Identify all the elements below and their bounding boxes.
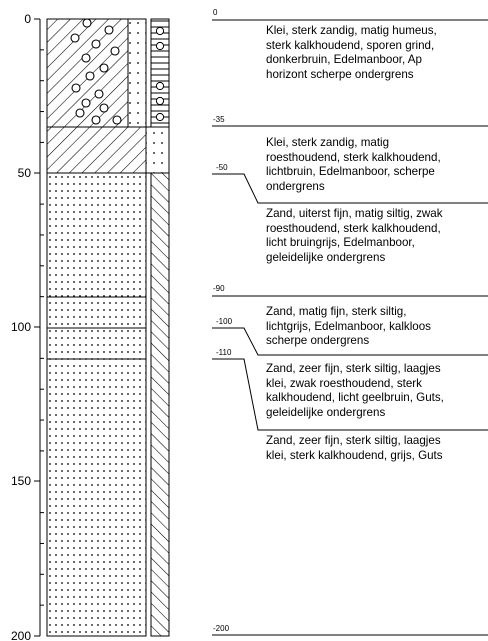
description-line: lichtbruin, Edelmanboor, scherpe [266, 165, 435, 179]
depth-axis-minor-ticks [40, 49, 44, 606]
description-line: roesthoudend, sterk kalkhoudend, [266, 221, 441, 235]
layer-description: Klei, sterk zandig, matig humeus, sterk … [266, 24, 488, 82]
layer-sand-strip [145, 126, 170, 174]
boundary-labels: 0 -35 -50 -90 -100 -110 -200 [213, 8, 233, 633]
layer-description: Zand, zeer fijn, sterk siltig, laagjes k… [266, 434, 488, 463]
layer-sand [46, 358, 147, 637]
description-line: horizont scherpe ondergrens [266, 67, 414, 81]
depth-tick-label: 0 [24, 12, 31, 26]
lithology-column [46, 18, 170, 637]
description-line: klei, sterk kalkhoudend, grijs, Guts [266, 448, 443, 462]
description-line: ondergrens [266, 179, 325, 193]
depth-tick-label: 50 [18, 166, 32, 180]
layer-sand [46, 327, 147, 360]
layer-clay-sandy [46, 126, 147, 174]
depth-axis: 0 50 100 150 200 [11, 12, 44, 641]
gravel-circles-small [155, 26, 165, 122]
humus-lines [150, 18, 170, 128]
description-line: lichtgrijs, Edelmanboor, kalkloos [266, 319, 431, 333]
description-line: klei, zwak roesthoudend, sterk [266, 376, 422, 390]
description-line: roesthoudend, sterk kalkhoudend, [266, 150, 441, 164]
depth-tick-label: 100 [11, 320, 31, 334]
description-line: geleidelijke ondergrens [266, 250, 386, 264]
layer-description: Zand, zeer fijn, sterk siltig, laagjes k… [266, 362, 488, 420]
gravel-circles [70, 18, 122, 125]
boundary-label: 0 [213, 8, 218, 17]
boundary-label: -100 [216, 317, 233, 326]
depth-tick-label: 150 [11, 474, 31, 488]
depth-tick-label: 200 [11, 629, 31, 641]
description-line: Klei, sterk zandig, matig [266, 136, 390, 149]
indicator-column [150, 18, 170, 637]
description-line: scherpe ondergrens [266, 334, 370, 348]
boundary-lines [212, 19, 488, 636]
description-line: donkerbruin, Edelmanboor, Ap [266, 53, 422, 67]
layer-description: Klei, sterk zandig, matig roesthoudend, … [266, 136, 488, 194]
layer-sand-strip [127, 18, 147, 128]
description-line: sterk kalkhoudend, sporen grind, [266, 38, 435, 52]
layer-description: Zand, uiterst fijn, matig siltig, zwak r… [266, 207, 488, 265]
boundary-label: -90 [213, 284, 225, 293]
description-line: Zand, uiterst fijn, matig siltig, zwak [266, 207, 443, 220]
layer-sand [46, 172, 147, 298]
lime-hatch [150, 172, 170, 637]
layer-sand [46, 296, 147, 329]
boundary-label: -50 [216, 163, 228, 172]
description-line: geleidelijke ondergrens [266, 405, 386, 419]
description-line: Zand, zeer fijn, sterk siltig, laagjes [266, 362, 441, 375]
description-line: Zand, matig fijn, sterk siltig, [266, 305, 407, 318]
layer-description: Zand, matig fijn, sterk siltig, lichtgri… [266, 305, 488, 349]
description-line: Zand, zeer fijn, sterk siltig, laagjes [266, 434, 441, 447]
description-line: kalkhoudend, licht geelbruin, Guts, [266, 391, 444, 405]
boundary-label: -35 [213, 115, 225, 124]
description-line: Klei, sterk zandig, matig humeus, [266, 24, 437, 37]
boundary-label: -110 [216, 348, 232, 357]
description-line: licht bruingrijs, Edelmanboor, [266, 236, 415, 250]
boundary-label: -200 [213, 624, 230, 633]
